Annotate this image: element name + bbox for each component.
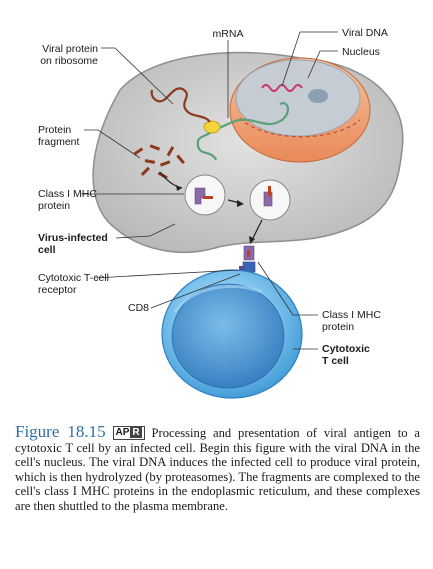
label-viral-protein-1: Viral protein	[42, 43, 98, 55]
label-class1-mhc-right-1: Class I MHC	[322, 309, 381, 321]
label-cd8: CD8	[128, 302, 149, 314]
apr-badge-a: AP	[115, 427, 130, 438]
cytotoxic-t-cell	[161, 269, 303, 399]
label-cytotoxic-1: Cytotoxic	[322, 343, 370, 355]
label-virus-infected-2: cell	[38, 244, 56, 256]
ribosome	[203, 120, 221, 134]
label-protein-fragment-1: Protein	[38, 124, 71, 136]
label-protein-fragment-2: fragment	[38, 136, 80, 148]
label-virus-infected-1: Virus-infected	[38, 232, 108, 244]
viral-protein-chain	[150, 87, 211, 123]
label-cytotoxic-2: T cell	[322, 355, 349, 367]
label-class1-mhc-right-2: protein	[322, 321, 354, 333]
figure-number: Figure 18.15	[15, 422, 106, 441]
label-tcell-receptor-1: Cytotoxic T-cell	[38, 272, 109, 284]
mrna-strand	[213, 102, 289, 132]
label-mrna: mRNA	[213, 28, 244, 40]
mhc-vesicle-1	[184, 174, 226, 216]
mhc-vesicle-2	[249, 179, 291, 221]
label-class1-mhc-left-1: Class I MHC	[38, 188, 97, 200]
figure-diagram: mRNA Viral DNA Nucleus Viral protein on …	[38, 27, 404, 399]
label-viral-protein-2: on ribosome	[40, 55, 98, 67]
label-class1-mhc-left-2: protein	[38, 200, 70, 212]
label-nucleus: Nucleus	[342, 46, 380, 58]
apr-badge-r: R	[130, 427, 142, 438]
label-viral-dna: Viral DNA	[342, 27, 388, 39]
label-tcell-receptor-2: receptor	[38, 284, 77, 296]
caption-text: Processing and presentation of viral ant…	[15, 426, 421, 513]
nucleus	[229, 57, 371, 163]
